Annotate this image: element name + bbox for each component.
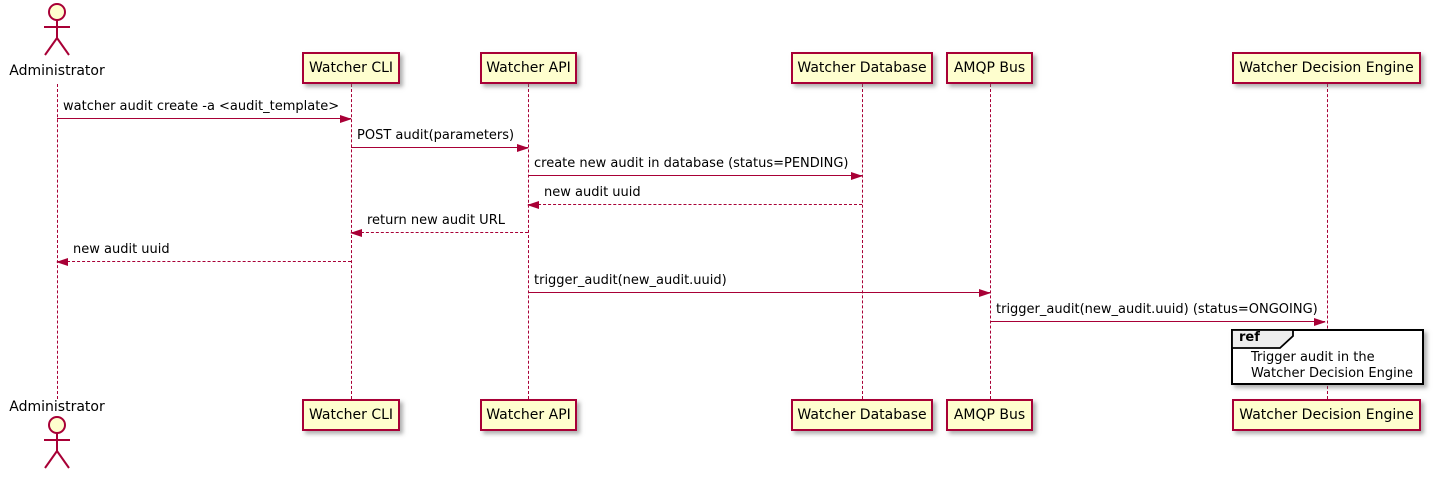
lifeline-watcher-decision-engine	[1327, 84, 1328, 399]
participant-amqp-bus-top: AMQP Bus	[946, 52, 1033, 84]
arrowhead-right-icon	[1314, 317, 1326, 326]
participant-amqp-bus-bottom: AMQP Bus	[946, 399, 1033, 431]
participant-watcher-cli-top: Watcher CLI	[302, 52, 400, 84]
arrowhead-left-icon	[527, 200, 539, 209]
arrowhead-left-icon	[350, 228, 362, 237]
participant-watcher-database-bottom: Watcher Database	[791, 399, 933, 431]
ref-keyword: ref	[1239, 330, 1260, 345]
arrowhead-right-icon	[517, 143, 529, 152]
participant-watcher-api-bottom: Watcher API	[480, 399, 577, 431]
actor-label-top: Administrator	[9, 63, 105, 79]
actor-icon	[44, 3, 70, 56]
message-label: trigger_audit(new_audit.uuid) (status=ON…	[996, 302, 1318, 317]
arrowhead-right-icon	[340, 114, 352, 123]
ref-content: Trigger audit in the Watcher Decision En…	[1251, 350, 1413, 382]
lifeline-watcher-database	[862, 84, 863, 399]
arrowhead-right-icon	[979, 288, 991, 297]
lifeline-watcher-api	[528, 84, 529, 399]
ref-tag: ref	[1231, 329, 1295, 349]
message-label: new audit uuid	[544, 185, 641, 200]
participant-watcher-decision-engine-bottom: Watcher Decision Engine	[1232, 399, 1421, 431]
ref-fragment: ref Trigger audit in the Watcher Decisio…	[1231, 329, 1424, 385]
participant-watcher-cli-bottom: Watcher CLI	[302, 399, 400, 431]
message-label: watcher audit create -a <audit_template>	[63, 99, 340, 114]
actor-label-bottom: Administrator	[9, 399, 105, 415]
message-label: return new audit URL	[367, 213, 505, 228]
participant-watcher-api-top: Watcher API	[480, 52, 577, 84]
arrowhead-left-icon	[56, 257, 68, 266]
message-label: new audit uuid	[73, 242, 170, 257]
ref-line-2: Watcher Decision Engine	[1251, 366, 1413, 381]
message-label: POST audit(parameters)	[357, 128, 515, 143]
lifeline-watcher-cli	[351, 84, 352, 399]
message-label: create new audit in database (status=PEN…	[534, 156, 849, 171]
participant-watcher-decision-engine-top: Watcher Decision Engine	[1232, 52, 1421, 84]
lifeline-amqp-bus	[990, 84, 991, 399]
ref-tag-shape-icon	[1231, 329, 1294, 349]
ref-line-1: Trigger audit in the	[1251, 350, 1375, 365]
message-label: trigger_audit(new_audit.uuid)	[534, 273, 727, 288]
arrowhead-right-icon	[851, 171, 863, 180]
actor-icon	[44, 416, 70, 469]
lifeline-administrator	[57, 84, 58, 399]
participant-watcher-database-top: Watcher Database	[791, 52, 933, 84]
